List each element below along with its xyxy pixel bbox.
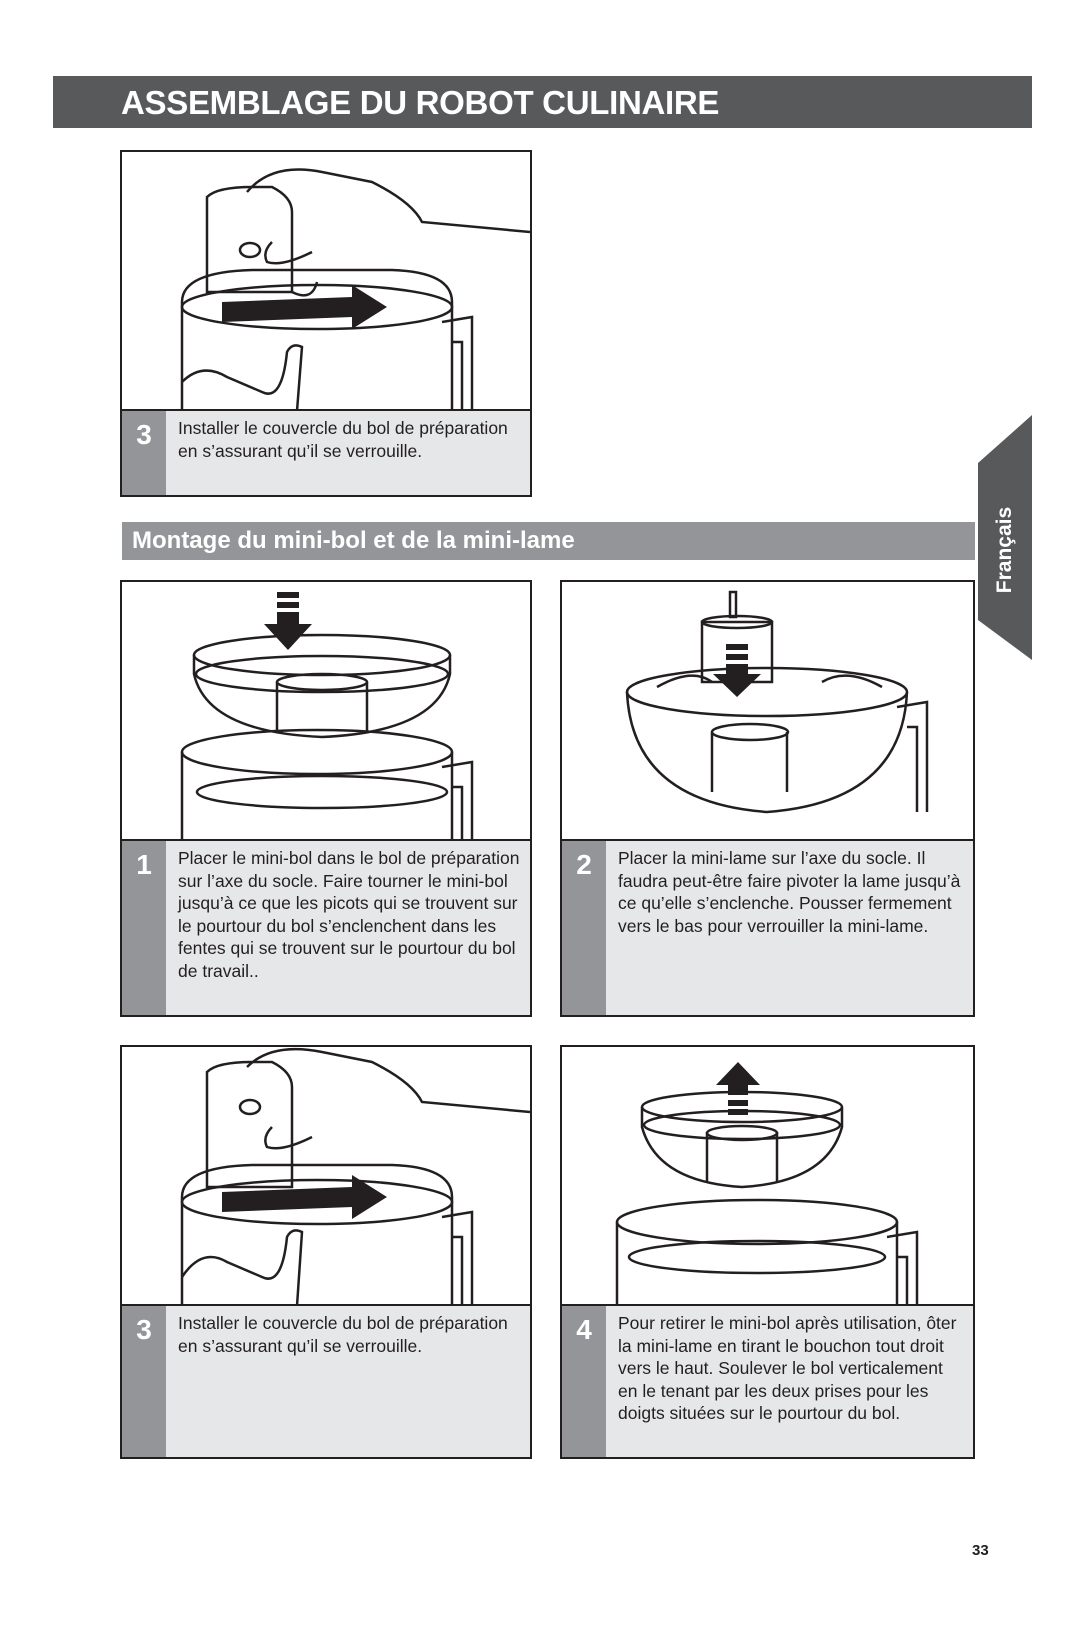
mini-blade-insert-illustration (562, 582, 973, 841)
step-caption: 4 Pour retirer le mini-bol après utilisa… (562, 1304, 973, 1457)
step-number: 3 (136, 1314, 152, 1345)
language-label: Français (993, 506, 1016, 594)
step-number-column: 4 (562, 1306, 606, 1457)
step-panel-top: 3 Installer le couvercle du bol de prépa… (120, 150, 532, 497)
page-number: 33 (972, 1542, 989, 1559)
step-caption: 3 Installer le couvercle du bol de prépa… (122, 409, 530, 495)
step-text: Placer la mini-lame sur l’axe du socle. … (618, 848, 961, 936)
step-panel-4: 4 Pour retirer le mini-bol après utilisa… (560, 1045, 975, 1459)
step-number: 2 (576, 849, 592, 880)
section-bar: Montage du mini-bol et de la mini-lame (122, 522, 975, 560)
step-panel-3: 3 Installer le couvercle du bol de prépa… (120, 1045, 532, 1459)
step-text: Pour retirer le mini-bol après utilisati… (618, 1313, 957, 1423)
step-number: 1 (136, 849, 152, 880)
language-tab (978, 415, 1032, 660)
step-number-column: 1 (122, 841, 166, 1015)
section-title: Montage du mini-bol et de la mini-lame (132, 527, 575, 554)
step-text: Installer le couvercle du bol de prépara… (178, 418, 508, 461)
step-caption: 3 Installer le couvercle du bol de prépa… (122, 1304, 530, 1457)
step-text: Placer le mini-bol dans le bol de prépar… (178, 848, 520, 981)
step-text: Installer le couvercle du bol de prépara… (178, 1313, 508, 1356)
header-bar: ASSEMBLAGE DU ROBOT CULINAIRE (53, 76, 1032, 128)
step-number: 3 (136, 419, 152, 450)
step-caption: 2 Placer la mini-lame sur l’axe du socle… (562, 839, 973, 1015)
step-panel-2: 2 Placer la mini-lame sur l’axe du socle… (560, 580, 975, 1017)
page-title: ASSEMBLAGE DU ROBOT CULINAIRE (121, 84, 720, 121)
step-number-column: 2 (562, 841, 606, 1015)
step-caption: 1 Placer le mini-bol dans le bol de prép… (122, 839, 530, 1015)
lid-lock-illustration (122, 152, 530, 411)
language-tab-label-wrap: Français (978, 507, 1032, 593)
lid-lock-illustration (122, 1047, 530, 1306)
mini-bowl-remove-illustration (562, 1047, 973, 1306)
step-number: 4 (576, 1314, 592, 1345)
step-number-column: 3 (122, 411, 166, 495)
mini-bowl-insert-illustration (122, 582, 530, 841)
step-number-column: 3 (122, 1306, 166, 1457)
step-panel-1: 1 Placer le mini-bol dans le bol de prép… (120, 580, 532, 1017)
